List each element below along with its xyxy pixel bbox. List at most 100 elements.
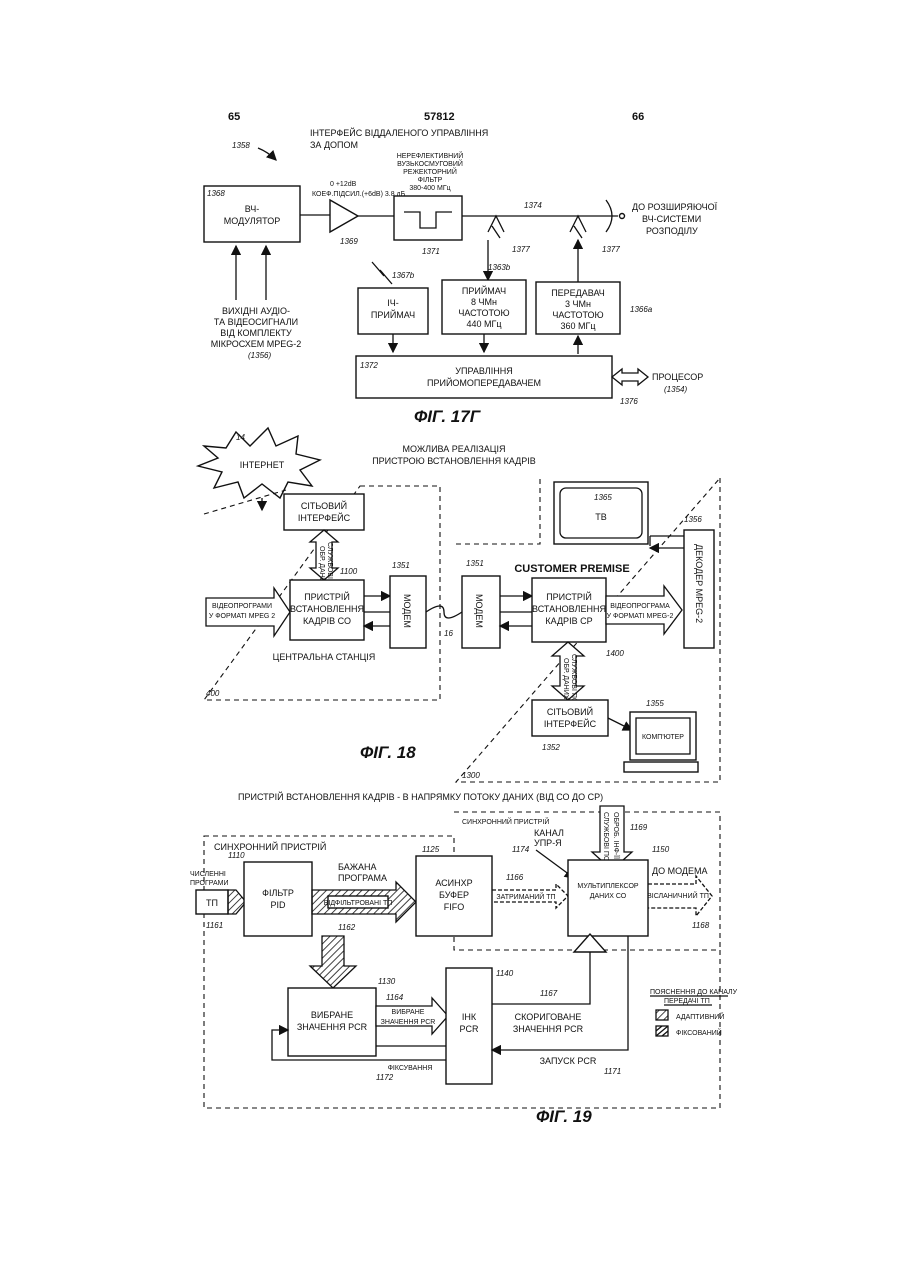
line-ref: 1374	[524, 201, 542, 210]
video-input-label-2: У ФОРМАТІ MPEG 2	[209, 613, 275, 620]
fig18-caption: ФІГ. 18	[360, 743, 416, 762]
splitter-a	[488, 216, 504, 238]
filter-label-4: ФІЛЬТР	[418, 177, 443, 184]
service-data-bottom-label-1: СЛУЖБОВІ ПО	[570, 654, 577, 704]
tp-input-label: ТП	[206, 898, 218, 908]
wanted-program-1: БАЖАНА	[338, 862, 377, 872]
ref-1174: 1174	[512, 845, 530, 854]
ref-1167: 1167	[540, 989, 558, 998]
selected-pcr-label-2: ЗНАЧЕННЯ PCR	[297, 1022, 368, 1032]
ref-1351-co: 1351	[392, 561, 410, 570]
receiver-label-1: ПРИЙМАЧ	[462, 285, 506, 296]
ref-1100: 1100	[340, 567, 358, 576]
cp-device-label-2: ВСТАНОВЛЕННЯ	[532, 604, 606, 614]
num-programs-label-2: ПРОГРАМИ	[190, 880, 229, 887]
legend-title-2: ПЕРЕДАЧІ ТП	[664, 998, 710, 1005]
computer-ref: 1355	[646, 699, 664, 708]
receiver-label-2: 8 ЧМн	[471, 297, 497, 307]
transmitter-label-2: 3 ЧМн	[565, 299, 591, 309]
tv-label: ТВ	[595, 512, 607, 522]
selected-pcr-arrow	[376, 998, 448, 1034]
selected-pcr-label-1: ВИБРАНЕ	[311, 1010, 353, 1020]
bus-ref: 1376	[620, 397, 638, 406]
legend-adaptive-label: АДАПТИВНИЙ	[676, 1012, 724, 1021]
dest-label-1: ДО РОЗШИРЯЮЧОЇ	[632, 202, 718, 212]
ref-1352: 1352	[542, 743, 560, 752]
ref-1166: 1166	[506, 873, 524, 882]
service-data-bottom-label-2: ОБР. ДАНИХ	[562, 658, 569, 700]
corrected-pcr-label-1: СКОРИГОВАНЕ	[515, 1012, 582, 1022]
decoder-label: ДЕКОДЕР MPEG-2	[694, 544, 704, 623]
ref-1161: 1161	[206, 921, 223, 930]
ref-1125: 1125	[422, 845, 440, 854]
transceiver-control-box	[356, 356, 612, 398]
control-channel-label-2: УПР-Я	[534, 838, 562, 848]
customer-premise-ref: 1300	[462, 771, 480, 780]
ni-top-label-2: ІНТЕРФЕЙС	[298, 512, 351, 523]
modulator-label-1: ВЧ-	[245, 204, 260, 214]
processor-bus-arrow	[612, 369, 648, 385]
ref-1164: 1164	[386, 993, 404, 1002]
transmitter-label-1: ПЕРЕДАВАЧ	[551, 288, 605, 298]
processor-ref: (1354)	[664, 385, 687, 394]
increment-pcr-label-2: PCR	[459, 1024, 479, 1034]
filter-label-5: 380-400 МГц	[409, 185, 450, 192]
figure-17g: ІНТЕРФЕЙС ВІДДАЛЕНОГО УПРАВЛІННЯ ЗА ДОПО…	[204, 127, 718, 426]
output-tp-label: ВІСЛАНИЧНИЙ ТП	[647, 891, 709, 900]
ref-1169: 1169	[630, 823, 648, 832]
page-number-left: 65	[228, 111, 240, 123]
legend-fixed-label: ФІКСОВАНИЙ	[676, 1028, 722, 1037]
dest-label-2: ВЧ-СИСТЕМИ	[642, 214, 701, 224]
internet-label: ІНТЕРНЕТ	[240, 460, 285, 470]
legend-adaptive-swatch	[656, 1010, 668, 1020]
filter-label-2: ВУЗЬКОСМУГОВИЙ	[397, 159, 463, 168]
ref-1110: 1110	[228, 851, 245, 860]
source-label-3: ВІД КОМПЛЕКТУ	[220, 328, 292, 338]
document-number: 57812	[424, 111, 455, 123]
legend-title-1: ПОЯСНЕННЯ ДО КАНАЛУ	[650, 989, 738, 996]
transmitter-ref: 1366a	[630, 305, 653, 314]
fifo-label-3: FIFO	[444, 902, 465, 912]
num-programs-label-1: ЧИСЛЕННІ	[190, 871, 226, 878]
wanted-program-2: ПРОГРАМА	[338, 873, 387, 883]
ni-top-label-1: СІТЬОВИЙ	[301, 500, 347, 511]
start-pcr-label: ЗАПУСК PCR	[540, 1056, 597, 1066]
fig19-caption: ФІГ. 19	[536, 1107, 592, 1126]
co-device-label-2: ВСТАНОВЛЕННЯ	[290, 604, 364, 614]
ref-1150: 1150	[652, 845, 670, 854]
cp-device-label-3: КАДРІВ СР	[545, 616, 592, 626]
fifo-label-2: БУФЕР	[439, 890, 469, 900]
computer-label: КОМП'ЮТЕР	[642, 734, 684, 741]
ir-label-1: ІЧ-	[387, 298, 399, 308]
pid-filter-box	[244, 862, 312, 936]
filter-ref: 1371	[422, 247, 440, 256]
source-label-2: ТА ВІДЕОСИГНАЛИ	[214, 317, 298, 327]
network-interface-top	[284, 494, 364, 530]
ref-1140: 1140	[496, 969, 514, 978]
fig17-caption: ФІГ. 17Г	[414, 407, 482, 426]
modem-cp-label: МОДЕМ	[474, 594, 484, 628]
receiver-label-4: 440 МГц	[466, 319, 501, 329]
transmitter-label-3: ЧАСТОТОЮ	[552, 310, 603, 320]
pid-label-1: ФІЛЬТР	[262, 888, 294, 898]
ref-1172: 1172	[376, 1073, 394, 1082]
figure-18: 14 ІНТЕРНЕТ МОЖЛИВА РЕАЛІЗАЦІЯ ПРИСТРОЮ …	[198, 428, 720, 782]
figure-19: ПРИСТРІЙ ВСТАНОВЛЕННЯ КАДРІВ - В НАПРЯМК…	[190, 791, 738, 1126]
svc-label-1: СЛУЖБОВІ ПО	[602, 812, 609, 862]
modulator-ref: 1368	[207, 189, 225, 198]
video-output-arrow	[606, 586, 682, 634]
control-channel-label-1: КАНАЛ	[534, 828, 564, 838]
fig19-title: ПРИСТРІЙ ВСТАНОВЛЕННЯ КАДРІВ - В НАПРЯМК…	[238, 791, 603, 802]
video-input-arrow	[206, 588, 290, 636]
modem-co-label: МОДЕМ	[402, 594, 412, 628]
mux-label-2: ДАНИХ СО	[590, 893, 627, 900]
ref-1358: 1358	[232, 141, 250, 150]
co-device-label-1: ПРИСТРІЙ	[304, 591, 350, 602]
tv-ref: 1365	[594, 493, 612, 502]
latch-label: ФІКСУВАННЯ	[388, 1065, 433, 1072]
link-16	[426, 606, 462, 618]
ref-1168: 1168	[692, 921, 710, 930]
pid-label-2: PID	[270, 900, 286, 910]
receiver-label-3: ЧАСТОТОЮ	[458, 308, 509, 318]
